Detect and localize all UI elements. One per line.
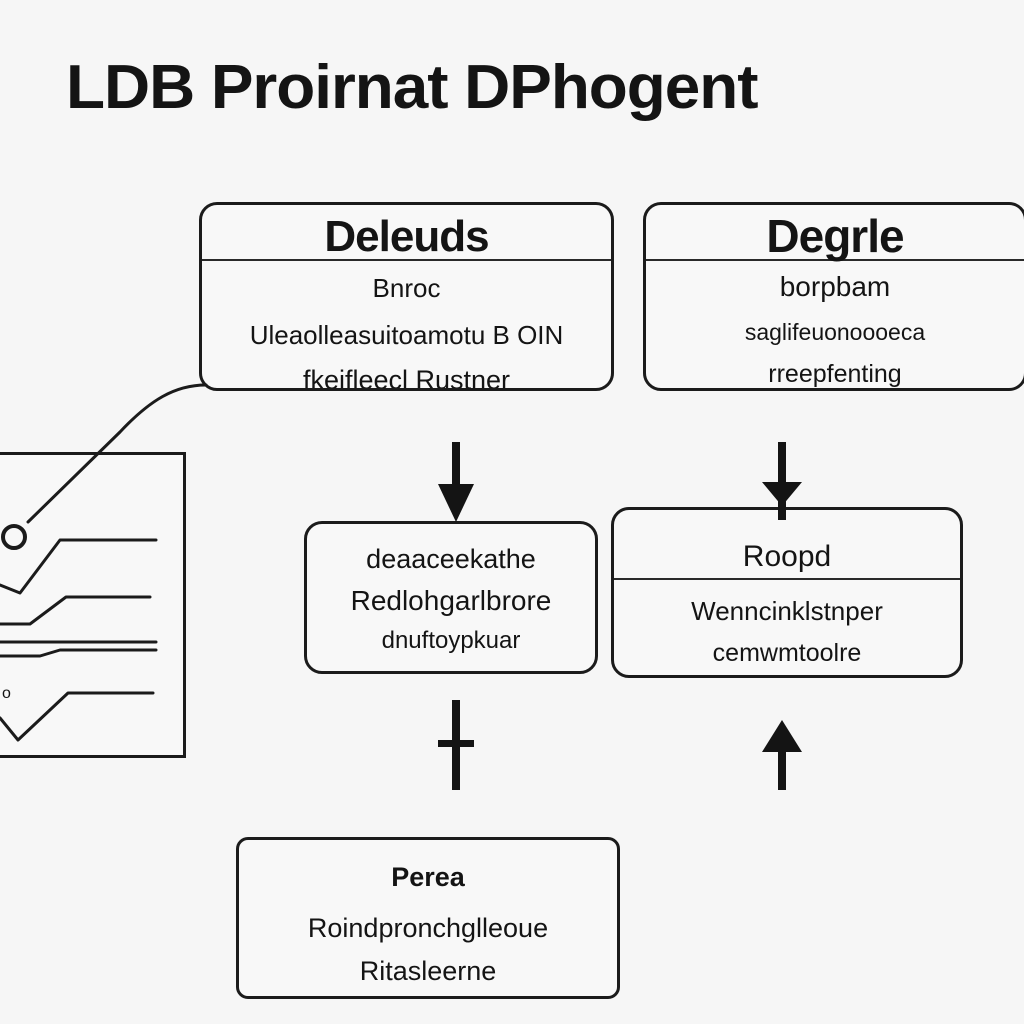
box-text-line: cemwmtoolre <box>712 639 862 667</box>
tee-connector-icon <box>438 700 474 790</box>
box-heading: Degrle <box>766 210 904 262</box>
page-title: LDB Proirnat DPhogent <box>66 53 758 122</box>
box-text-line: Wenncinklstnper <box>691 596 883 626</box>
box-text-line: saglifeuonoooeca <box>744 319 926 345</box>
arrow-up-icon <box>762 720 802 790</box>
box-divider <box>614 578 960 580</box>
box-text-line: Redlohgarlbrore <box>350 585 552 616</box>
arrow-down-icon <box>438 442 474 522</box>
box-text-line: fkeifleecl Rustner <box>302 365 511 391</box>
box-text-line: Uleaolleasuitoamotu B OIN <box>249 320 564 350</box>
box-divider <box>202 259 611 261</box>
box-heading: Perea <box>391 862 465 892</box>
process-box-top-right: Degrle borpbam saglifeuonoooeca rreepfen… <box>643 202 1024 391</box>
process-box-middle-right: Roopd Wenncinklstnper cemwmtoolre <box>611 507 963 678</box>
box-subheading: borpbam <box>779 271 891 302</box>
box-text-line: Ritasleerne <box>359 956 497 986</box>
box-heading: Roopd <box>742 540 832 573</box>
box-text-line: deaaceekathe <box>366 544 536 574</box>
document-panel <box>0 452 186 758</box>
box-text-line: dnuftoypkuar <box>381 627 521 654</box>
box-text-line: rreepfenting <box>768 360 902 388</box>
box-subheading: Bnroc <box>372 273 441 303</box>
process-box-top-left: Deleuds Bnroc Uleaolleasuitoamotu B OIN … <box>199 202 614 391</box>
process-box-bottom: Perea Roindpronchglleoue Ritasleerne <box>236 837 620 999</box>
process-box-middle-left: deaaceekathe Redlohgarlbrore dnuftoypkua… <box>304 521 598 674</box>
box-text-line: Roindpronchglleoue <box>307 913 549 943</box>
box-divider <box>646 259 1024 261</box>
box-heading: Deleuds <box>324 212 489 261</box>
